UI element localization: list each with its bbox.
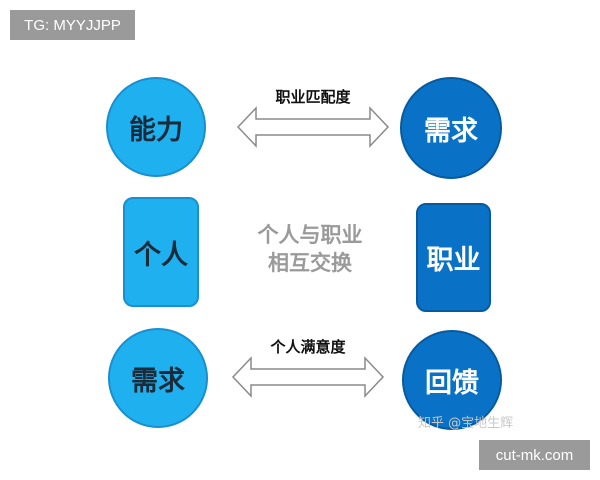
double-arrow-bottom xyxy=(231,356,385,398)
double-arrow-top xyxy=(236,106,390,148)
tag-top-left: TG: MYYJJPP xyxy=(10,10,135,40)
node-demand-job: 需求 xyxy=(400,77,502,179)
arrow-label-top: 职业匹配度 xyxy=(275,88,351,106)
center-line-2: 相互交换 xyxy=(268,251,352,275)
arrow-label-bottom: 个人满意度 xyxy=(270,338,346,356)
node-individual: 个人 xyxy=(123,197,199,307)
node-ability: 能力 xyxy=(106,77,206,177)
node-career: 职业 xyxy=(416,203,491,312)
node-feedback: 回馈 xyxy=(402,330,502,430)
tag-bottom-right: cut-mk.com xyxy=(479,440,590,470)
center-text: 个人与职业 相互交换 xyxy=(230,221,390,277)
node-demand-individual: 需求 xyxy=(108,328,208,428)
watermark: 知乎 @宝地生辉 xyxy=(418,416,514,431)
center-line-1: 个人与职业 xyxy=(257,223,363,247)
